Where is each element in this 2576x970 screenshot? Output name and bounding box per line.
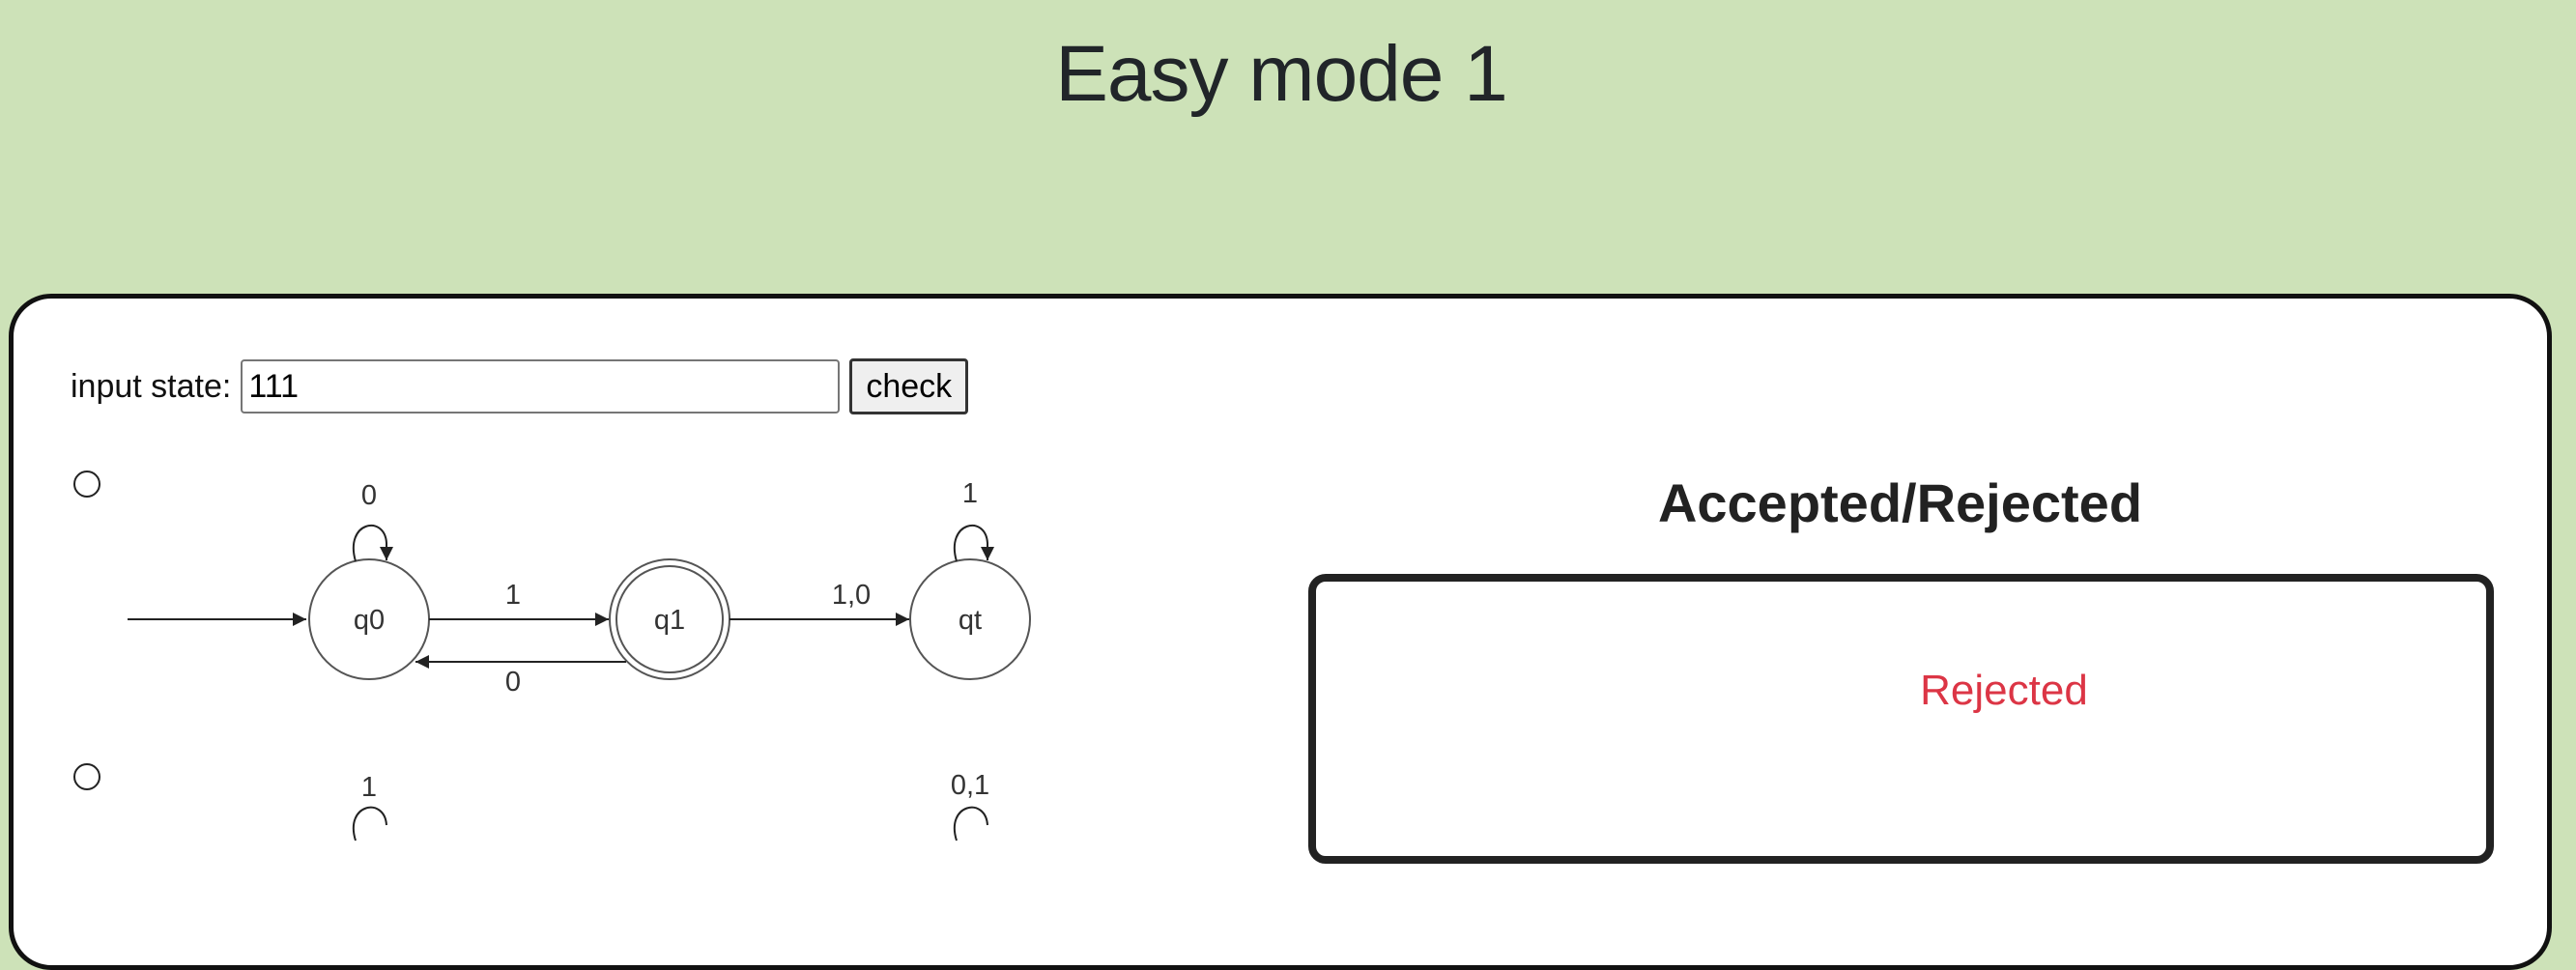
- option-2-dfa-diagram: 1 0,1: [352, 770, 989, 842]
- input-row: input state: check: [71, 357, 969, 415]
- state-q1-label: q1: [654, 605, 685, 636]
- state-qt-circle: [909, 558, 1031, 680]
- state-q1-inner-circle: [615, 565, 724, 673]
- result-heading: Accepted/Rejected: [1657, 472, 2143, 533]
- page-title: Easy mode 1: [1055, 30, 1508, 118]
- q0-self-loop: [352, 525, 393, 562]
- result-box: [1308, 574, 2494, 864]
- option-1-radio[interactable]: [73, 471, 100, 498]
- q1-to-q0-label: 0: [505, 667, 521, 698]
- option-2-radio[interactable]: [73, 763, 100, 790]
- option-1-dfa-diagram: q0 0 q1 1 0 qt 1,0 1: [128, 478, 1031, 698]
- q0-self-loop-label: 0: [361, 480, 377, 511]
- q1-to-qt-label: 1,0: [832, 580, 871, 611]
- option-2-last-self-loop-label: 0,1: [951, 770, 989, 801]
- qt-self-loop-label: 1: [962, 478, 978, 509]
- state-qt-label: qt: [959, 605, 982, 636]
- result-status: Rejected: [1920, 667, 2088, 714]
- check-button[interactable]: check: [849, 358, 969, 414]
- q0-to-q1-label: 1: [505, 580, 521, 611]
- option-2-first-self-loop-label: 1: [361, 772, 377, 803]
- input-state-field[interactable]: [241, 359, 841, 414]
- input-state-label: input state:: [71, 367, 232, 405]
- qt-self-loop: [953, 525, 994, 562]
- state-q0-label: q0: [354, 605, 385, 636]
